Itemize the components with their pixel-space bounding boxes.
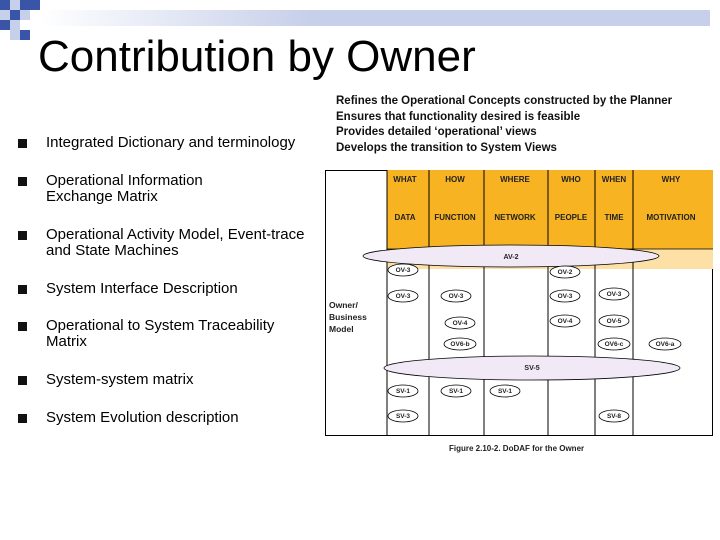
view-label: SV-1 [449,388,463,395]
view-label: SV-8 [607,413,621,420]
header-motivation: MOTIVATION [646,213,695,222]
decor-square [0,0,10,10]
bullet-item: Operational to System Traceability Matri… [46,317,275,350]
av-label: AV-2 [503,254,518,261]
slide-title: Contribution by Owner [38,32,476,81]
bullet-marker [18,177,27,186]
view-label: OV-4 [558,318,573,325]
note-line: Provides detailed ‘operational’ views [336,126,537,138]
view-label: OV-3 [558,293,573,300]
view-pill [443,337,477,351]
bullet-item: System Evolution description [46,409,239,426]
row-label-line: Owner/ [329,300,358,310]
decor-square [0,10,10,20]
av-ellipse [362,244,660,268]
bullet-item: Operational Activity Model, Event-trace … [46,226,305,259]
header-what: WHAT [393,175,417,184]
decor-square [10,20,20,30]
header-where: WHERE [500,175,530,184]
header-function: FUNCTION [434,213,476,222]
header-why: WHY [662,175,681,184]
view-pill [598,409,630,423]
view-pill [440,289,472,303]
bullet-item: Integrated Dictionary and terminology [46,134,296,151]
bullet-marker [18,231,27,240]
view-pill [387,384,419,398]
view-label: OV-4 [453,320,468,327]
view-label: OV-3 [396,293,411,300]
decor-square [20,10,30,20]
view-pill [387,289,419,303]
header-when: WHEN [602,175,627,184]
view-pill [489,384,521,398]
decor-square [30,0,40,10]
view-pill [598,287,630,301]
bullet-item: System Interface Description [46,280,238,297]
header-band [387,170,713,249]
bullet-item: System-system matrix [46,371,194,388]
decor-square [10,0,20,10]
header-how: HOW [445,175,465,184]
notes-block: Refines the Operational Concepts constru… [336,94,672,156]
row-label-line: Business [329,312,367,322]
bullet-marker [18,285,27,294]
decor-square [10,30,20,40]
decor-title-bar [40,10,710,26]
view-pill [597,337,631,351]
decor-square [0,20,10,30]
decor-square [10,10,20,20]
view-pill [549,289,581,303]
view-label: OV6-c [605,341,624,348]
view-pill [444,316,476,330]
view-label: OV-3 [396,267,411,274]
decor-square [20,0,30,10]
bullet-marker [18,139,27,148]
header-data: DATA [394,213,415,222]
view-label: OV6-a [656,341,675,348]
view-pill [387,409,419,423]
sv-ellipse [383,355,681,381]
view-pill [387,263,419,277]
bullet-marker [18,322,27,331]
view-pill [549,265,581,279]
view-label: SV-3 [396,413,410,420]
dodaf-figure: WHAT HOW WHERE WHO WHEN WHY DATA FUNCTIO… [325,170,713,436]
bullet-item: Operational Information Exchange Matrix [46,172,203,205]
view-pill [648,337,682,351]
view-pill [440,384,472,398]
bullet-marker [18,414,27,423]
view-label: OV-5 [607,318,622,325]
view-pill [598,314,630,328]
note-line: Develops the transition to System Views [336,141,557,154]
view-label: OV-2 [558,269,573,276]
view-label: OV6-b [450,341,469,348]
bullet-marker [18,376,27,385]
header-people: PEOPLE [555,213,588,222]
view-label: OV-3 [449,293,464,300]
note-line: Refines the Operational Concepts constru… [336,95,673,107]
note-line: Ensures that functionality desired is fe… [336,110,581,123]
decor-square [20,30,30,40]
view-pill [549,314,581,328]
header-who: WHO [561,175,581,184]
sv-label: SV-5 [524,365,539,372]
header-network: NETWORK [494,213,536,222]
column-dividers [386,170,634,436]
header-time: TIME [604,213,624,222]
figure-caption: Figure 2.10-2. DoDAF for the Owner [449,444,585,453]
view-label: OV-3 [607,291,622,298]
view-label: SV-1 [498,388,512,395]
row-label-line: Model [329,324,354,334]
view-label: SV-1 [396,388,410,395]
